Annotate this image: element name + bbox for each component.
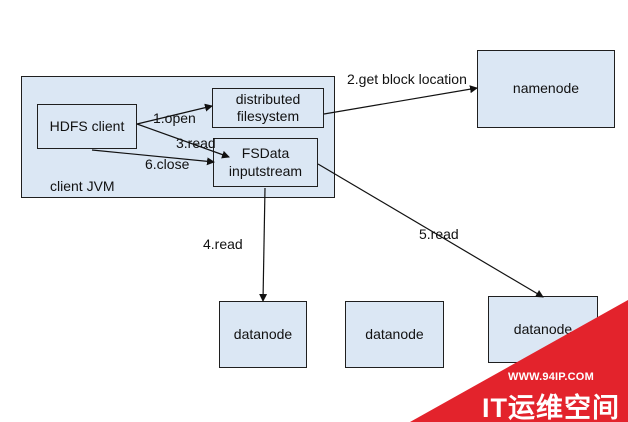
hdfs-client-box: HDFS client — [37, 104, 137, 149]
edge-label-read-4: 4.read — [203, 236, 243, 252]
distributed-filesystem-label-line2: filesystem — [236, 108, 300, 124]
arrow-get-block-location — [323, 85, 478, 115]
edge-label-read-5: 5.read — [419, 226, 459, 242]
namenode-label: namenode — [512, 80, 580, 97]
edge-label-get-block-location: 2.get block location — [347, 71, 467, 87]
edge-label-read-3: 3.read — [176, 135, 216, 151]
datanode-label-1: datanode — [233, 325, 293, 342]
watermark-text: IT运维空间 — [482, 393, 620, 422]
edge-label-open: 1.open — [153, 110, 196, 126]
datanode-label-2: datanode — [365, 325, 424, 342]
arrow-read-4 — [259, 187, 268, 302]
namenode-box: namenode — [477, 50, 615, 128]
distributed-filesystem-box: distributed filesystem — [212, 88, 324, 128]
client-jvm-label: client JVM — [50, 178, 115, 194]
fsdata-inputstream-label-line1: FSData — [241, 145, 290, 161]
fsdata-inputstream-label-line2: inputstream — [228, 162, 303, 179]
datanode-box-2: datanode — [345, 301, 444, 368]
fsdata-inputstream-box: FSData inputstream — [213, 138, 318, 187]
edge-label-close-6: 6.close — [145, 156, 190, 172]
datanode-box-3: datanode — [488, 296, 598, 363]
watermark-url: WWW.94IP.COM — [508, 371, 594, 383]
distributed-filesystem-label-line1: distributed — [235, 90, 301, 107]
datanode-label-3: datanode — [513, 320, 573, 337]
hdfs-client-label: HDFS client — [49, 117, 125, 134]
datanode-box-1: datanode — [219, 301, 307, 368]
